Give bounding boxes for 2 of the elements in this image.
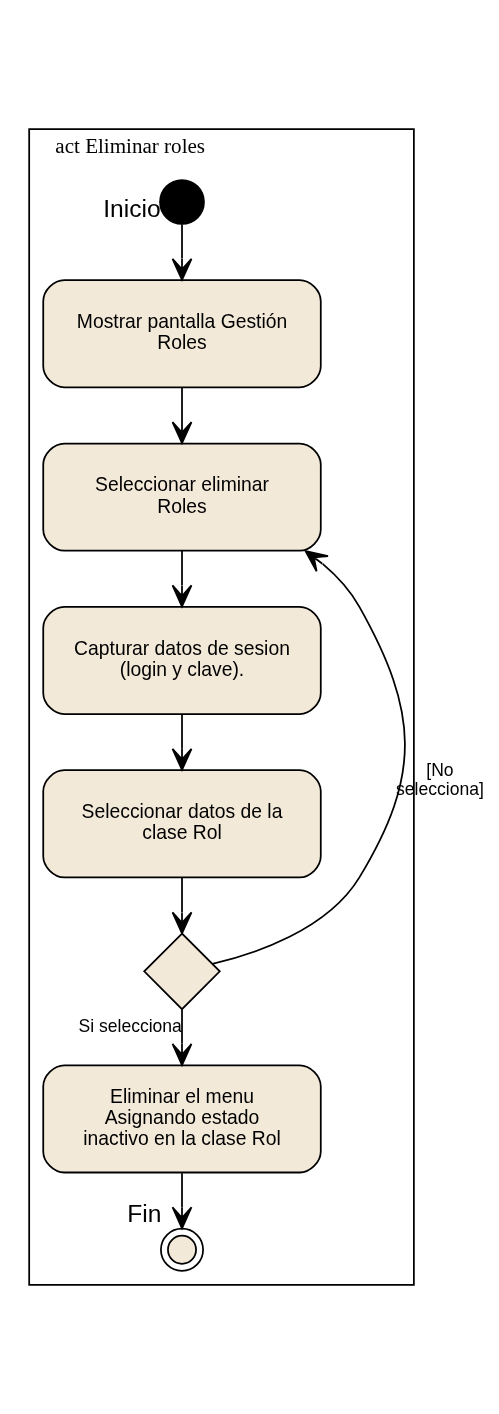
node-label: Inicio bbox=[103, 195, 161, 223]
node-label: Fin bbox=[127, 1200, 162, 1228]
